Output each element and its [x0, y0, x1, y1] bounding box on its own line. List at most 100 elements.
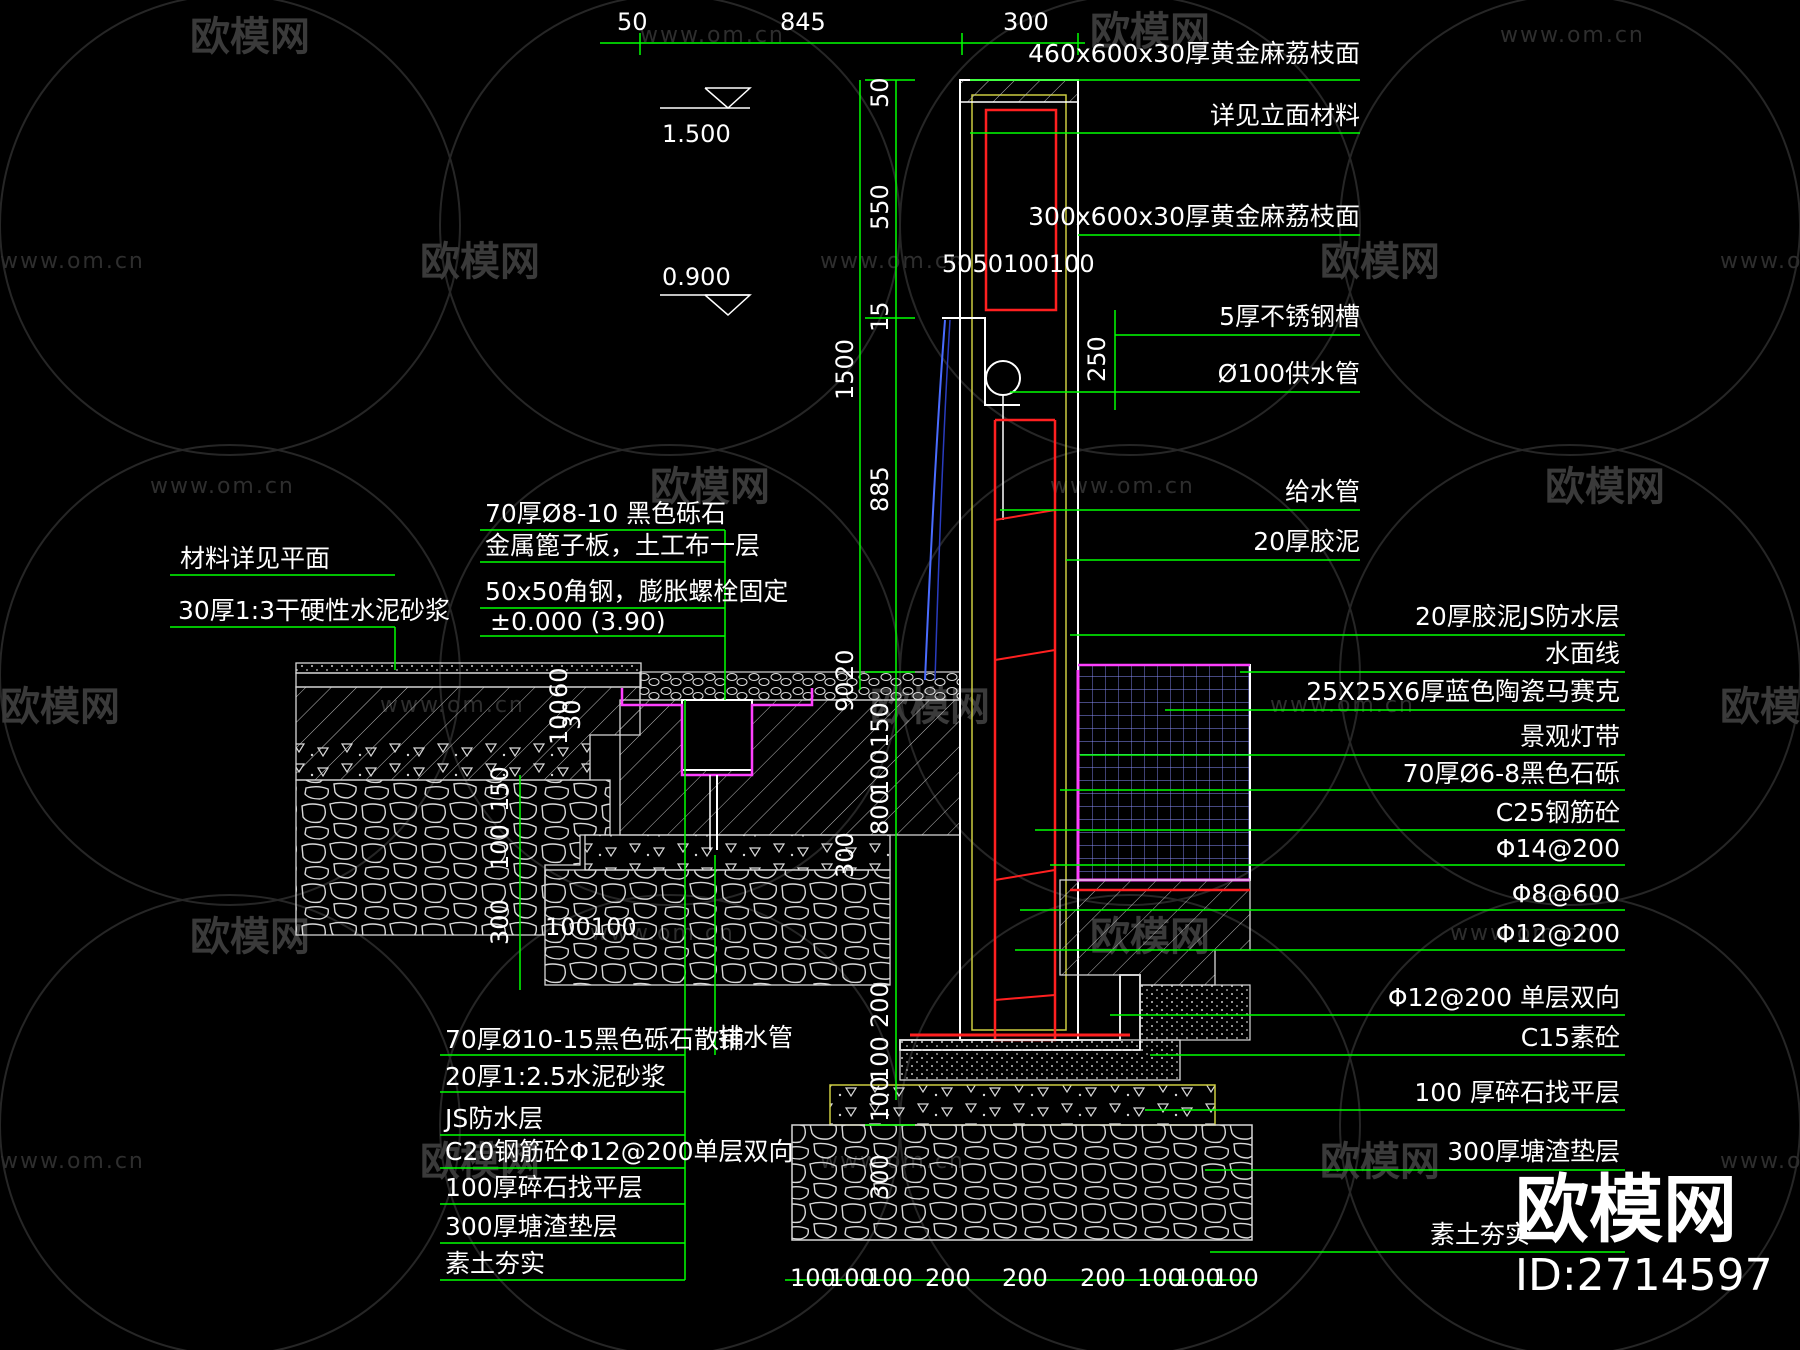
- callout-label: 100 厚碎石找平层: [1414, 1078, 1620, 1107]
- watermark-brand: 欧模网: [0, 684, 120, 730]
- watermark-url: www.om.cn: [1720, 249, 1800, 274]
- watermark-brand: 欧模网: [190, 14, 310, 60]
- watermark-brand: 欧模网: [1090, 9, 1210, 55]
- watermark-url: www.om.cn: [1450, 921, 1595, 946]
- wall-dim: 800: [866, 789, 894, 835]
- watermark-brand: 欧模网: [650, 464, 770, 510]
- pool-slab: [1059, 879, 1251, 986]
- wall-rebar: [993, 420, 1057, 1042]
- callout-label: 70厚Ø8-10 黑色砾石: [485, 499, 726, 528]
- callout-label: 素土夯实: [1430, 1220, 1530, 1249]
- callout-label: 水面线: [1545, 639, 1620, 668]
- callout-label: 材料详见平面: [180, 544, 330, 573]
- wall-dim: 15: [866, 301, 894, 332]
- top-dim-3: 300: [1003, 8, 1049, 36]
- bottom-callouts: 70厚Ø10-15黑色砾石散铺 20厚1:2.5水泥砂浆 JS防水层 C20钢筋…: [443, 1025, 793, 1278]
- wall-dim: 50: [866, 77, 894, 108]
- supply-pipe: [985, 360, 1021, 396]
- wall-dim: 20: [831, 649, 859, 680]
- pool-mosaic: [1077, 664, 1251, 881]
- left-horizontal-dims: 100100: [545, 913, 637, 941]
- bottom-dim: 200: [925, 1264, 971, 1292]
- watermark-brand: 欧模网: [1545, 464, 1665, 510]
- callout-label: C15素砼: [1521, 1023, 1620, 1052]
- upper-rebar-cage: [984, 108, 1058, 312]
- left-dim: 100: [486, 824, 514, 870]
- callout-label: C25钢筋砼: [1496, 798, 1620, 827]
- rebar-ties: [994, 509, 1056, 1001]
- callout-label: 给水管: [1285, 477, 1360, 506]
- mortar-layer: [295, 672, 642, 688]
- left-rubble-base: [295, 779, 611, 936]
- watermark-url: www.om.cn: [150, 474, 295, 499]
- callout-label: 25X25X6厚蓝色陶瓷马赛克: [1306, 677, 1620, 706]
- wall-vertical-dims: 50 550 15 1500 885 20 90 150 100 800 300…: [831, 77, 894, 1200]
- callout-label: 详见立面材料: [1210, 101, 1360, 130]
- bottom-dim: 100: [1175, 1264, 1221, 1292]
- gravel-strip: [639, 671, 961, 701]
- bottom-dim: 200: [1002, 1264, 1048, 1292]
- wall-dim: 100: [866, 1036, 894, 1082]
- callout-label: 5厚不锈钢槽: [1219, 302, 1360, 331]
- left-dim: 30: [558, 699, 586, 730]
- left-vertical-dims: 60 30 100 150 100 300: [486, 667, 586, 945]
- rubble-base: [791, 1124, 1253, 1241]
- watermark-brand: 欧模网: [1720, 684, 1800, 730]
- callout-label: 300厚塘渣垫层: [445, 1212, 618, 1241]
- callout-label: Φ12@200 单层双向: [1388, 983, 1620, 1012]
- watermark-brand: 欧模网: [190, 914, 310, 960]
- wall-dim: 300: [831, 832, 859, 878]
- callout-label: 20厚胶泥: [1253, 527, 1360, 556]
- wall-dim: 100: [866, 1076, 894, 1122]
- bottom-dim: 100: [829, 1264, 875, 1292]
- wall-dim: 100: [866, 749, 894, 795]
- watermark-url: www.om.cn: [0, 249, 145, 274]
- watermarks: 欧模网 欧模网 欧模网 欧模网 欧模网 欧模网 欧模网 欧模网 欧模网 欧模网 …: [0, 9, 1800, 1185]
- paving-finish-layer: [295, 662, 642, 674]
- level-markers: [660, 87, 752, 317]
- callout-label: 素土夯实: [445, 1249, 545, 1278]
- wall-dim: 200: [866, 982, 894, 1028]
- trough-dim: 250: [1083, 336, 1111, 382]
- brand-logo-id: ID:2714597: [1515, 1250, 1773, 1301]
- watermark-url: www.om.cn: [1050, 474, 1195, 499]
- top-dim-2: 845: [780, 8, 826, 36]
- watermark-url: www.om.cn: [1720, 1149, 1800, 1174]
- wall-dim: 550: [866, 184, 894, 230]
- wall-dim: 300: [866, 1154, 894, 1200]
- left-dim: 300: [486, 899, 514, 945]
- trench-rubble-base: [544, 869, 891, 986]
- wall-cap-stone: [959, 79, 1079, 103]
- middle-callouts: 70厚Ø8-10 黑色砾石 金属篦子板，土工布一层 50x50角钢，膨胀螺栓固定…: [485, 499, 788, 636]
- bottom-dim: 100: [867, 1264, 913, 1292]
- drain-pipe-label: 排水管: [718, 1023, 793, 1052]
- gravel-leveling: [829, 1084, 1216, 1126]
- wall-dim: 150: [866, 702, 894, 748]
- watermark-url: www.om.cn: [1270, 693, 1415, 718]
- right-callouts: 460x600x30厚黄金麻荔枝面 详见立面材料 300x600x30厚黄金麻荔…: [1028, 39, 1620, 1249]
- callout-label: 70厚Ø6-8黑色石砾: [1403, 759, 1620, 788]
- left-dim: 60: [545, 667, 573, 698]
- callout-label: C20钢筋砼Φ12@200单层双向: [445, 1137, 793, 1166]
- callout-label: 460x600x30厚黄金麻荔枝面: [1028, 39, 1360, 68]
- callout-label: Φ12@200: [1496, 919, 1620, 948]
- level-upper: 1.500: [662, 120, 731, 148]
- bottom-dim: 100: [790, 1264, 836, 1292]
- callout-label: Φ14@200: [1496, 834, 1620, 863]
- watermark-brand: 欧模网: [1320, 239, 1440, 285]
- callout-label: Φ8@600: [1512, 879, 1620, 908]
- bottom-dim: 100: [1137, 1264, 1183, 1292]
- left-dim: 100: [545, 699, 573, 745]
- callout-label: 300厚塘渣垫层: [1447, 1137, 1620, 1166]
- bottom-dim: 200: [1080, 1264, 1126, 1292]
- c15-concrete: [899, 1039, 1181, 1081]
- trench-concrete: [619, 699, 961, 836]
- callout-label: 20厚胶泥JS防水层: [1415, 602, 1620, 631]
- watermark-url: www.om.cn: [1500, 23, 1645, 48]
- trench-gravel-layer: [584, 834, 891, 871]
- dimension-lines: [170, 33, 1625, 1281]
- watermark-url: www.om.cn: [640, 23, 785, 48]
- drain-box: [681, 699, 753, 771]
- callout-label: JS防水层: [443, 1104, 543, 1133]
